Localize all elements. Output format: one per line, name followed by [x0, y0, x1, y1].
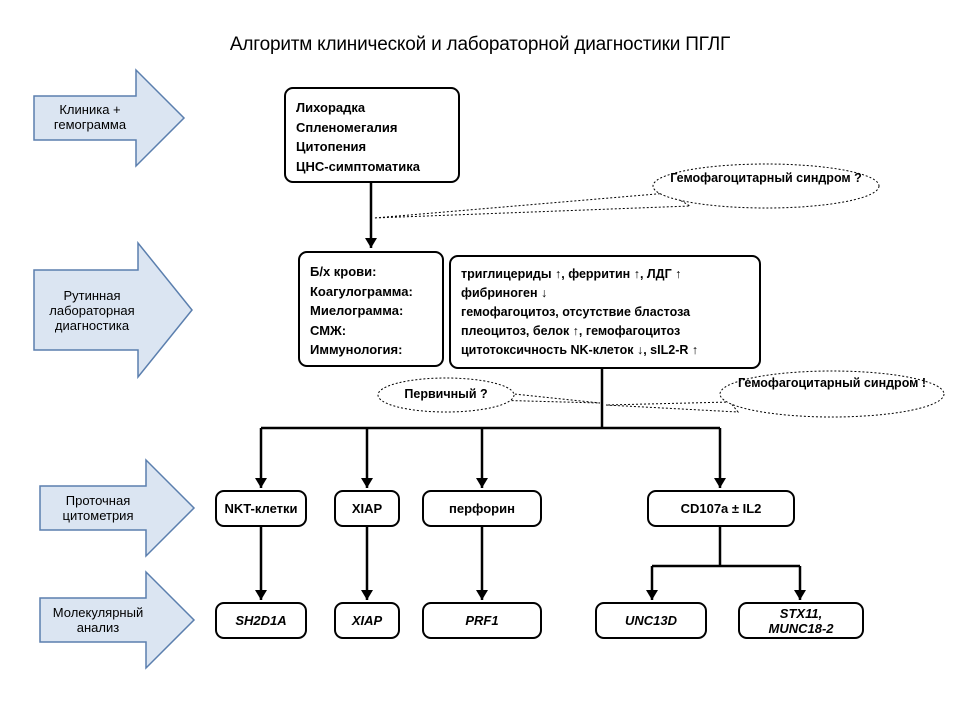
- gene-xiap: XIAP: [334, 602, 400, 639]
- lab-finding: триглицериды ↑, ферритин ↑, ЛДГ ↑: [461, 267, 682, 281]
- test-name: Иммунология:: [310, 342, 403, 357]
- speech-bubbles: [373, 163, 945, 418]
- clinical-sign: Спленомегалия: [296, 119, 398, 135]
- clinical-sign: Цитопения: [296, 139, 367, 154]
- lab-finding: гемофагоцитоз, отсутствие бластоза: [461, 305, 691, 319]
- test-name: Миелограмма:: [310, 303, 404, 318]
- stage-arrow-flow: [39, 458, 196, 558]
- connectors: [255, 183, 806, 600]
- stage-arrows: [33, 68, 196, 670]
- bubble-primary-question-text: Первичный ?: [404, 387, 488, 401]
- lab-finding: цитотоксичность NK-клеток ↓, sIL2-R ↑: [461, 343, 699, 357]
- test-name: СМЖ:: [310, 322, 347, 338]
- flow-test-perforin: перфорин: [422, 490, 542, 527]
- gene-unc13d: UNC13D: [595, 602, 707, 639]
- stage-label-flow: Проточная цитометрия: [62, 493, 134, 523]
- stage-label-clinic: Клиника + гемограмма: [53, 102, 127, 132]
- routine-tests-box: Б/х крови: Коагулограмма: Миелограмма: С…: [298, 251, 444, 367]
- stage-arrow-molecular: [39, 570, 196, 670]
- test-name: Б/х крови:: [310, 264, 377, 279]
- bubble-hlh-confirmed-text: Гемофагоцитарный синдром !: [737, 376, 927, 390]
- clinical-signs-box: Лихорадка Спленомегалия Цитопения ЦНС-си…: [284, 87, 460, 183]
- stage-arrow-routine: [33, 240, 193, 380]
- clinical-sign: Лихорадка: [296, 100, 366, 115]
- lab-finding: плеоцитоз, белок ↑, гемофагоцитоз: [461, 324, 681, 338]
- gene-stx11-munc18-2: STX11, MUNC18-2: [738, 602, 864, 639]
- lab-finding: фибриноген ↓: [461, 286, 548, 300]
- bubble-hlh-question: [373, 163, 880, 219]
- flow-test-xiap: XIAP: [334, 490, 400, 527]
- stage-label-routine: Рутинная лабораторная диагностика: [49, 288, 135, 333]
- gene-sh2d1a: SH2D1A: [215, 602, 307, 639]
- diagram-title: Алгоритм клинической и лабораторной диаг…: [229, 34, 731, 55]
- bubble-hlh-confirmed: [605, 370, 945, 418]
- flow-test-nkt: NKT-клетки: [215, 490, 307, 527]
- stage-label-molecular: Молекулярный анализ: [52, 605, 144, 635]
- stage-arrow-clinic: [33, 68, 186, 168]
- gene-prf1: PRF1: [422, 602, 542, 639]
- flow-test-cd107a: CD107a ± IL2: [647, 490, 795, 527]
- bubble-primary-question: [377, 377, 601, 413]
- lab-findings-box: триглицериды ↑, ферритин ↑, ЛДГ ↑ фибрин…: [449, 255, 761, 369]
- clinical-sign: ЦНС-симптоматика: [296, 158, 421, 174]
- bubble-hlh-question-text: Гемофагоцитарный синдром ?: [670, 171, 862, 185]
- test-name: Коагулограмма:: [310, 283, 413, 299]
